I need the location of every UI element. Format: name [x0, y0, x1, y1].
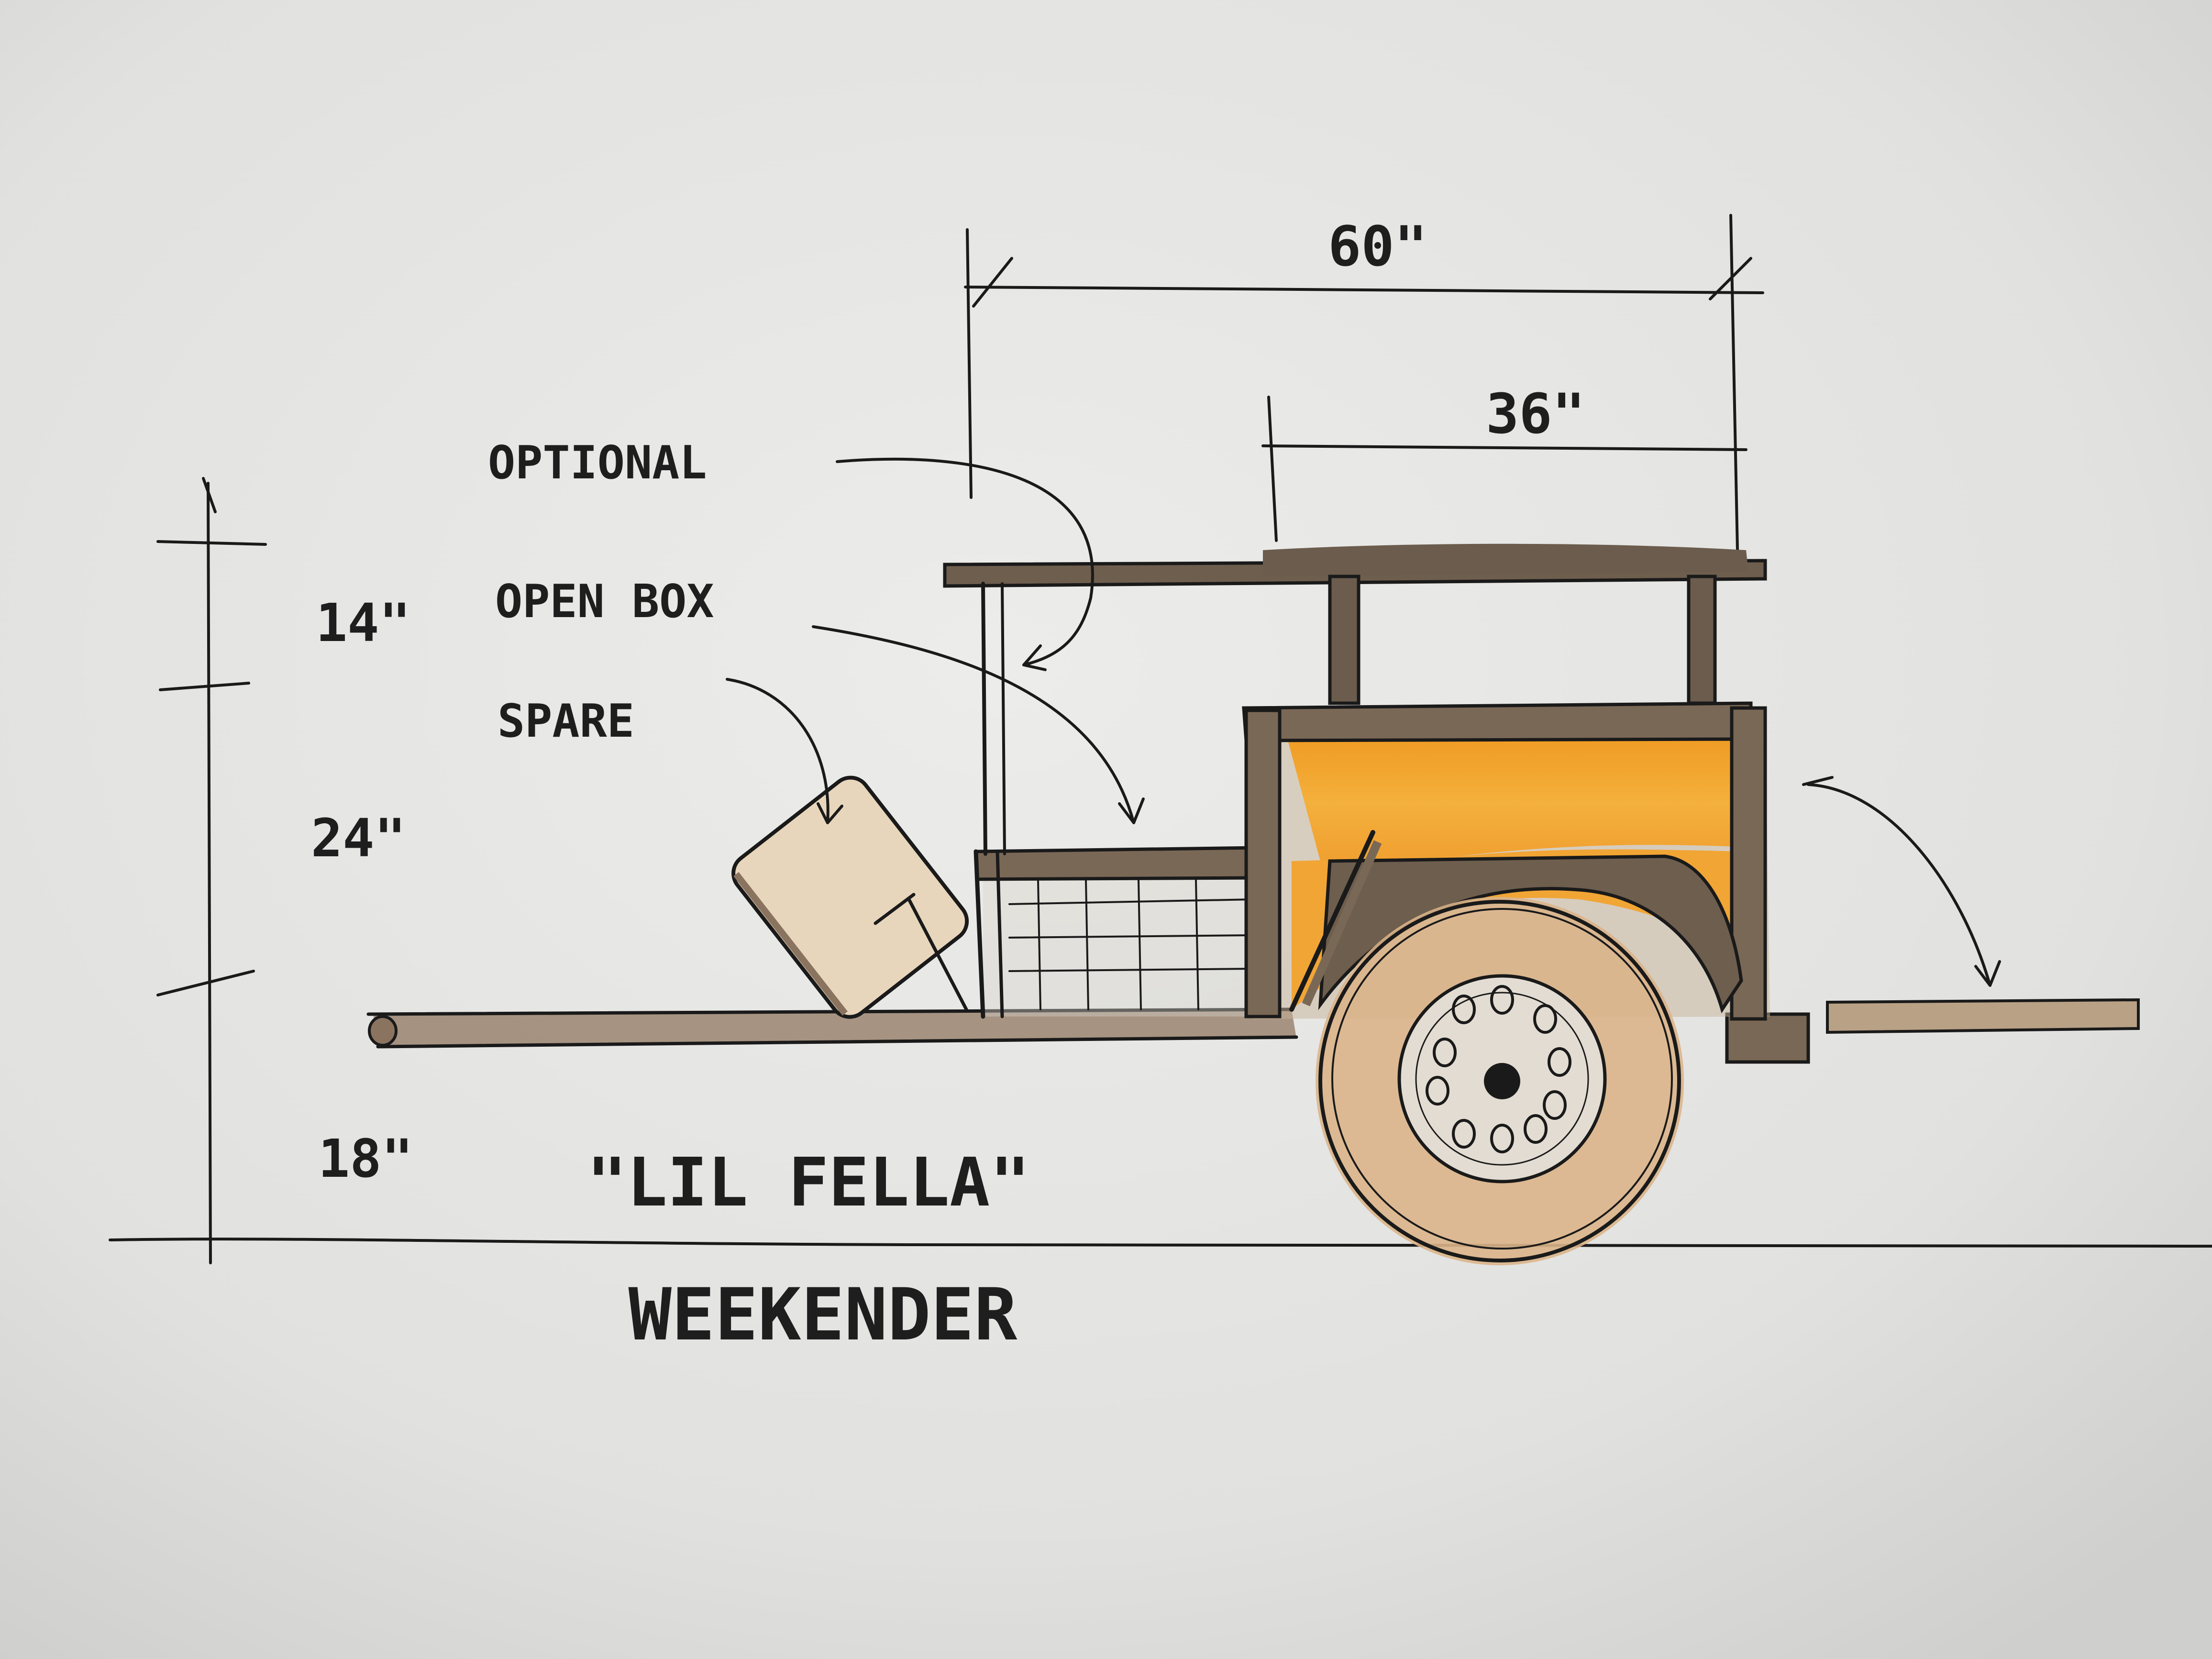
title-line2: WEEKENDER: [629, 1273, 1018, 1357]
callout-spare-label: SPARE: [498, 695, 634, 748]
tailgate-swing-arrow: [1802, 776, 2001, 987]
callout-open-box-arrow: [812, 625, 1145, 824]
roof-rack: [943, 543, 1767, 856]
dimension-heights: [156, 477, 267, 1264]
trailer-frame: [366, 998, 2140, 1064]
dimension-36: [1261, 396, 1747, 542]
callout-optional-arrow: [836, 457, 1094, 671]
width-box-label: 36": [1486, 382, 1585, 446]
callout-optional-label: OPTIONAL: [488, 437, 707, 489]
wheel: [1316, 897, 1684, 1265]
height-middle-label: 24": [311, 807, 406, 869]
height-bottom-label: 18": [318, 1128, 413, 1189]
callout-spare-arrow: [726, 678, 843, 824]
open-box: [973, 846, 1260, 1019]
main-box: [1242, 701, 1770, 1021]
spare-tire: [731, 775, 969, 1019]
width-overall-label: 60": [1328, 215, 1427, 279]
title-line1: "LIL FELLA": [586, 1144, 1030, 1222]
dimension-60: [964, 214, 1764, 552]
height-top-label: 14": [316, 592, 411, 653]
callout-open-box-label: OPEN BOX: [495, 575, 714, 628]
spare-mount: [874, 893, 968, 1011]
